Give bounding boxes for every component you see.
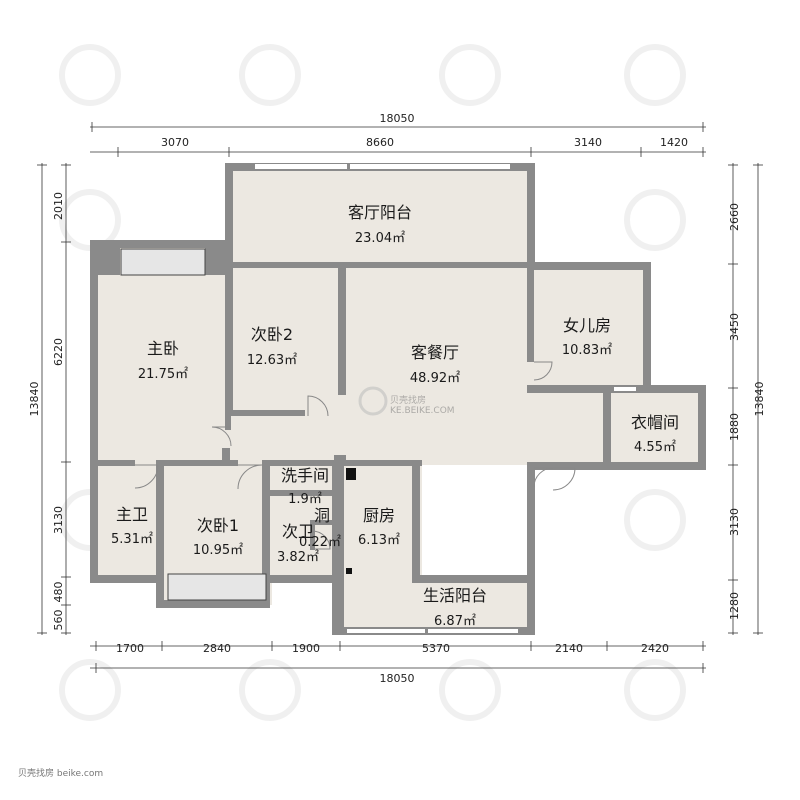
right-dimension-5: 1280 bbox=[728, 592, 741, 620]
room-name: 客餐厅 bbox=[411, 343, 459, 362]
room-name: 次卧1 bbox=[197, 516, 239, 535]
room-name: 衣帽间 bbox=[631, 413, 679, 432]
shaft-marker-top bbox=[346, 468, 356, 480]
watermark-url: KE.BEIKE.COM bbox=[390, 406, 455, 416]
room-living-dining: 客餐厅 48.92㎡ bbox=[410, 343, 460, 386]
room-cloakroom: 衣帽间 4.55㎡ bbox=[631, 413, 679, 455]
left-dimension-3: 3130 bbox=[52, 506, 65, 534]
bottom-total-dimension: 18050 bbox=[380, 672, 415, 685]
room-area: 0.22㎡ bbox=[299, 535, 341, 550]
bottom-dimension-4: 5370 bbox=[422, 642, 450, 655]
room-area: 21.75㎡ bbox=[138, 367, 188, 382]
left-dimension-4: 480 bbox=[52, 582, 65, 603]
room-area: 23.04㎡ bbox=[355, 231, 405, 246]
top-dimension-1: 3070 bbox=[161, 136, 189, 149]
top-dimension-2: 8660 bbox=[366, 136, 394, 149]
left-total-dimension: 13840 bbox=[28, 382, 41, 417]
room-area: 4.55㎡ bbox=[634, 440, 676, 455]
master-bedroom-bay-window bbox=[120, 248, 206, 276]
room-area: 3.82㎡ bbox=[277, 550, 319, 565]
right-dimension-4: 3130 bbox=[728, 508, 741, 536]
right-dimension-3: 1880 bbox=[728, 413, 741, 441]
room-area: 6.87㎡ bbox=[434, 614, 476, 629]
top-total-dimension: 18050 bbox=[380, 112, 415, 125]
center-watermark: 贝壳找房 KE.BEIKE.COM bbox=[358, 386, 455, 416]
room-area: 48.92㎡ bbox=[410, 371, 460, 386]
dimension-lines bbox=[37, 122, 763, 673]
room-name: 次卫 bbox=[282, 522, 314, 541]
room-name: 次卧2 bbox=[251, 325, 293, 344]
right-dimension-2: 3450 bbox=[728, 313, 741, 341]
room-name: 主卧 bbox=[147, 339, 179, 358]
room-name: 女儿房 bbox=[563, 316, 611, 335]
room-name: 客厅阳台 bbox=[348, 203, 412, 222]
room-master-bedroom: 主卧 21.75㎡ bbox=[138, 339, 188, 382]
watermark-brand: 贝壳找房 bbox=[390, 394, 426, 406]
room-kitchen: 厨房 6.13㎡ bbox=[358, 506, 400, 548]
room-name: 主卫 bbox=[116, 505, 148, 524]
room-area: 6.13㎡ bbox=[358, 533, 400, 548]
room-utility-balcony: 生活阳台 6.87㎡ bbox=[423, 586, 487, 629]
left-dimension-2: 6220 bbox=[52, 338, 65, 366]
footer-watermark: 贝壳找房 beike.com bbox=[18, 767, 103, 779]
top-dimension-4: 1420 bbox=[660, 136, 688, 149]
room-master-bath: 主卫 5.31㎡ bbox=[111, 505, 153, 547]
windows bbox=[255, 164, 636, 633]
watermark-logo-icon bbox=[358, 386, 388, 416]
room-area: 10.83㎡ bbox=[562, 343, 612, 358]
left-dimension-5: 560 bbox=[52, 610, 65, 631]
room-washroom: 洗手间 1.9㎡ bbox=[281, 466, 329, 507]
door-swings bbox=[134, 361, 576, 550]
room-name: 厨房 bbox=[363, 506, 395, 525]
room-shaft: 洞 0.22㎡ bbox=[299, 506, 341, 550]
room-second-bedroom-2: 次卧2 12.63㎡ bbox=[247, 325, 297, 368]
room-second-bath: 次卫 3.82㎡ bbox=[277, 522, 319, 565]
right-dimension-1: 2660 bbox=[728, 203, 741, 231]
bottom-dimension-1: 1700 bbox=[116, 642, 144, 655]
background-watermark bbox=[59, 44, 686, 721]
room-name: 洞 bbox=[314, 506, 330, 525]
left-dimension-1: 2010 bbox=[52, 192, 65, 220]
right-total-dimension: 13840 bbox=[753, 382, 766, 417]
room-living-balcony: 客厅阳台 23.04㎡ bbox=[348, 203, 412, 246]
room-name: 洗手间 bbox=[281, 466, 329, 485]
floor-area bbox=[97, 170, 698, 630]
second-bedroom-1-bay-window bbox=[167, 573, 267, 601]
bottom-dimension-5: 2140 bbox=[555, 642, 583, 655]
room-area: 12.63㎡ bbox=[247, 353, 297, 368]
bottom-dimension-3: 1900 bbox=[292, 642, 320, 655]
shaft-marker-bottom bbox=[346, 568, 352, 574]
room-area: 1.9㎡ bbox=[288, 492, 322, 507]
room-daughter-room: 女儿房 10.83㎡ bbox=[562, 316, 612, 358]
room-name: 生活阳台 bbox=[423, 586, 487, 605]
room-area: 10.95㎡ bbox=[193, 543, 243, 558]
top-dimension-3: 3140 bbox=[574, 136, 602, 149]
bottom-dimension-6: 2420 bbox=[641, 642, 669, 655]
room-area: 5.31㎡ bbox=[111, 532, 153, 547]
bottom-dimension-2: 2840 bbox=[203, 642, 231, 655]
room-second-bedroom-1: 次卧1 10.95㎡ bbox=[193, 516, 243, 558]
